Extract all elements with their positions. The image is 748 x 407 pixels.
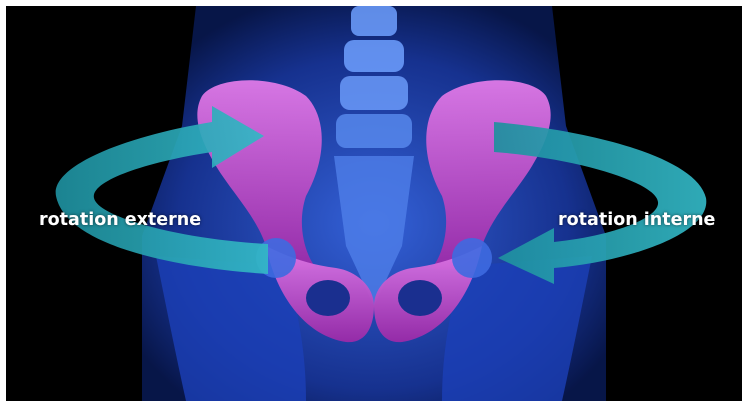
pelvis-illustration (6, 6, 742, 401)
label-rotation-interne: rotation interne (558, 210, 715, 230)
illustration-frame: rotation externe rotation interne (6, 6, 742, 401)
label-rotation-externe: rotation externe (39, 210, 201, 230)
